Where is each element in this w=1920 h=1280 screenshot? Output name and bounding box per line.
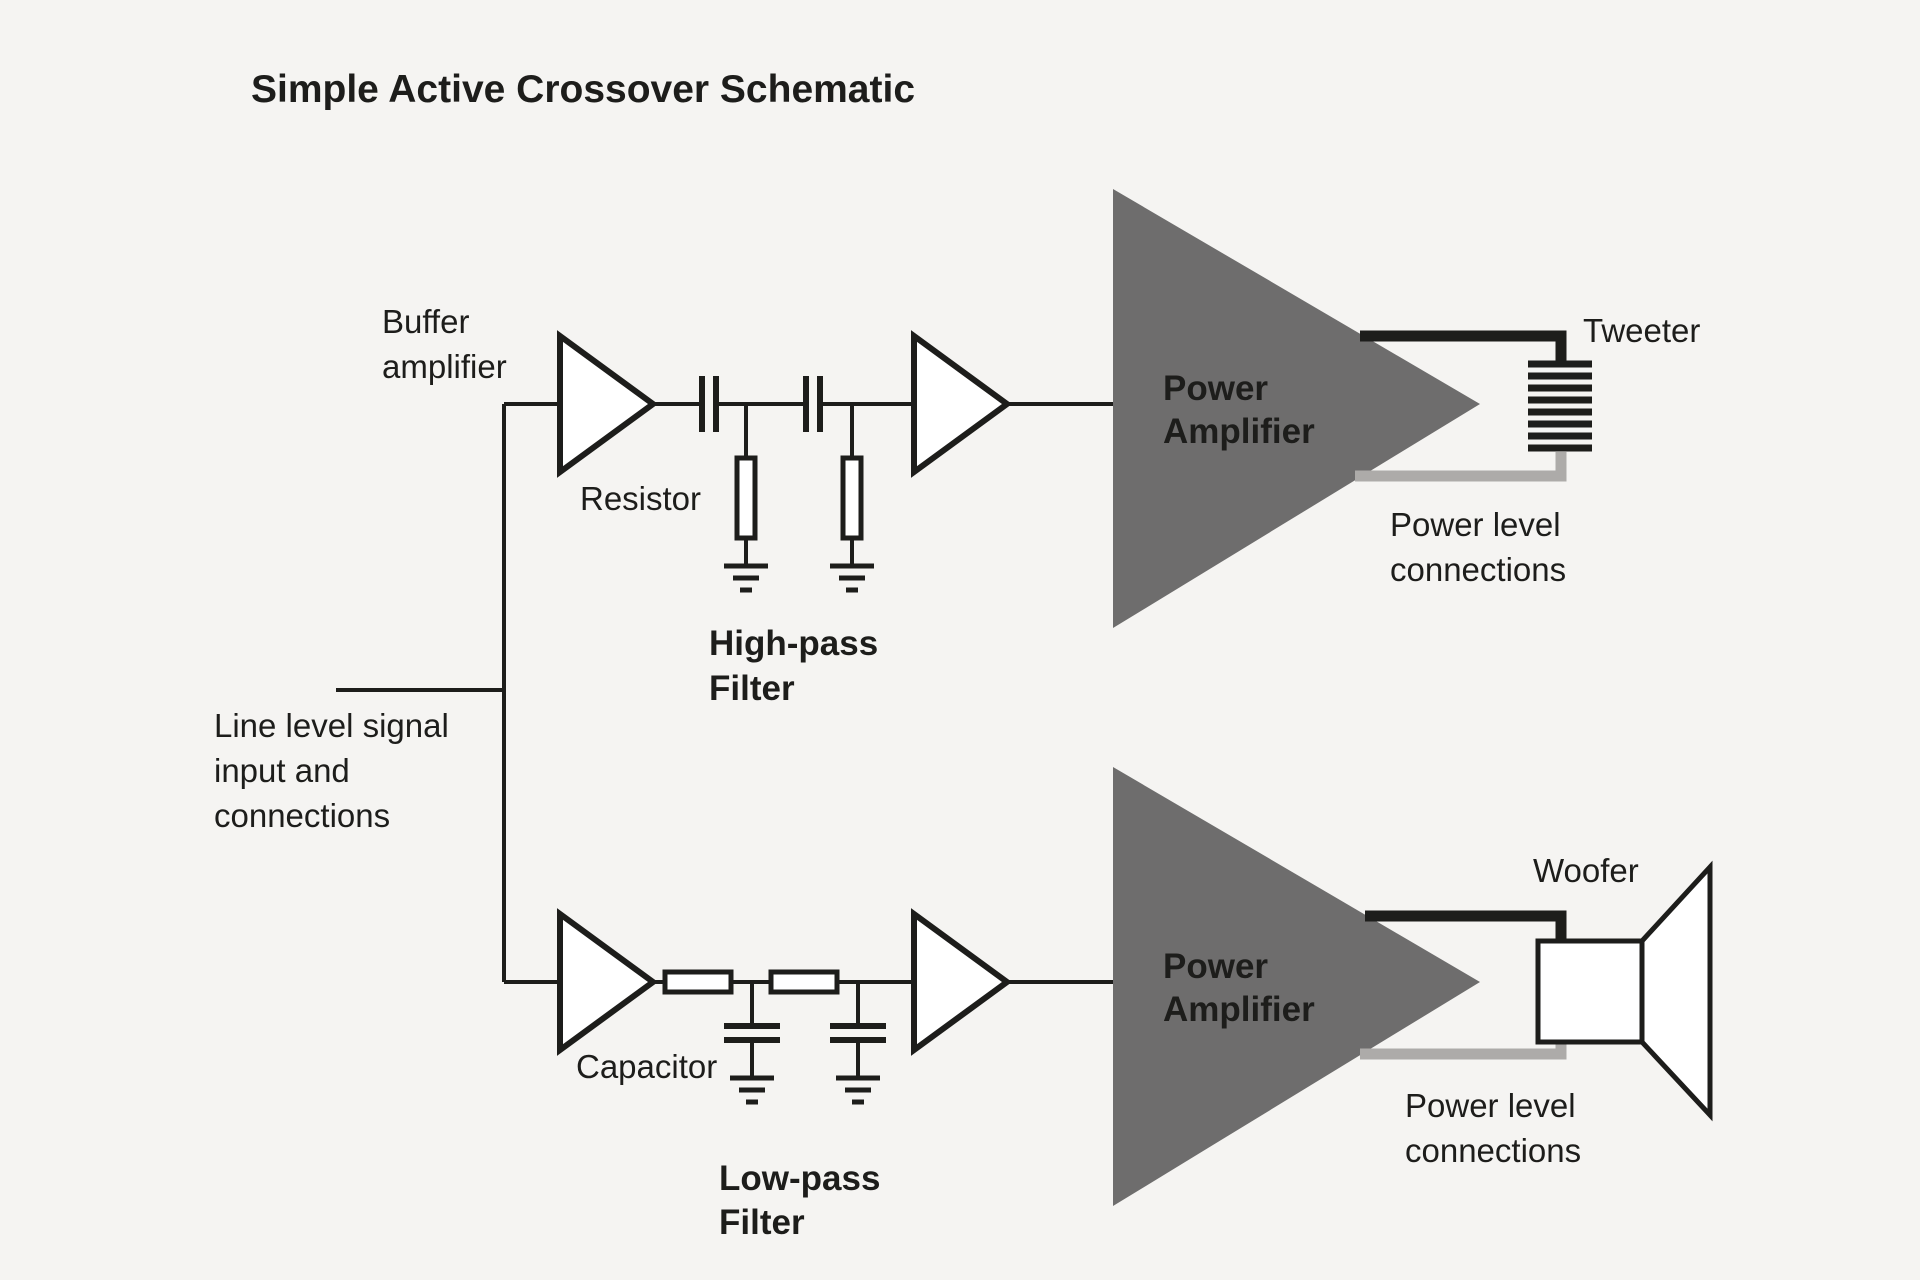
power-amplifier-bottom-label-1: Power <box>1163 947 1268 986</box>
power-amplifier-bottom-label-2: Amplifier <box>1163 990 1315 1029</box>
power-level-top-label-2: connections <box>1390 551 1566 588</box>
line-input-label-2: input and <box>214 752 350 789</box>
buffer-amp-triangle-hp-out <box>911 330 1013 478</box>
woofer-wire-black <box>1365 910 1567 941</box>
tweeter-wire-black <box>1360 330 1567 364</box>
power-level-top-label-1: Power level <box>1390 506 1561 543</box>
low-pass-channel: Capacitor Low-pass Filter Power Amplifie… <box>557 767 1713 1242</box>
low-pass-filter-label-1: Low-pass <box>719 1159 880 1198</box>
ground-symbol-3 <box>730 1075 774 1105</box>
power-amplifier-top-label-2: Amplifier <box>1163 412 1315 451</box>
resistor-label: Resistor <box>580 480 701 517</box>
high-pass-filter-label-1: High-pass <box>709 624 878 663</box>
diagram-title: Simple Active Crossover Schematic <box>251 68 915 111</box>
power-amplifier-top-label-1: Power <box>1163 369 1268 408</box>
shunt-capacitor-1 <box>724 982 780 1105</box>
buffer-amplifier-label-2: amplifier <box>382 348 507 385</box>
tweeter-wire-gray <box>1355 452 1567 482</box>
woofer-driver-box <box>1535 938 1645 1045</box>
woofer-wire-gray <box>1360 1042 1567 1060</box>
ground-symbol-2 <box>830 563 874 593</box>
power-level-bottom-label-1: Power level <box>1405 1087 1576 1124</box>
capacitor-label: Capacitor <box>576 1048 717 1085</box>
high-pass-channel: Buffer amplifier Resistor High-pass <box>382 189 1700 708</box>
woofer-symbol <box>1535 860 1713 1122</box>
shunt-resistor-1 <box>724 404 768 593</box>
power-amplifier-triangle-bottom <box>1113 767 1480 1206</box>
tweeter-coil-bars <box>1528 360 1592 452</box>
resistor-1-body <box>734 455 758 541</box>
line-input-label-1: Line level signal <box>214 707 449 744</box>
line-input-label-3: connections <box>214 797 390 834</box>
ground-symbol-4 <box>836 1075 880 1105</box>
high-pass-filter-label-2: Filter <box>709 669 795 708</box>
buffer-amp-triangle-lp-out <box>911 908 1013 1056</box>
shunt-resistor-2 <box>830 404 874 593</box>
resistor-2-body <box>840 455 864 541</box>
signal-input-section: Line level signal input and connections <box>214 402 560 984</box>
series-resistor-2 <box>768 969 840 995</box>
shunt-capacitor-2 <box>830 982 886 1105</box>
tweeter-label: Tweeter <box>1583 312 1700 349</box>
woofer-label: Woofer <box>1533 852 1639 889</box>
buffer-amplifier-label-1: Buffer <box>382 303 469 340</box>
ground-symbol-1 <box>724 563 768 593</box>
low-pass-filter-label-2: Filter <box>719 1203 805 1242</box>
power-amplifier-triangle-top <box>1113 189 1480 628</box>
buffer-amp-triangle-hp-in <box>557 330 659 478</box>
buffer-amp-triangle-lp-in <box>557 908 659 1056</box>
tweeter-symbol <box>1528 360 1592 452</box>
power-level-bottom-label-2: connections <box>1405 1132 1581 1169</box>
series-resistor-1 <box>662 969 734 995</box>
